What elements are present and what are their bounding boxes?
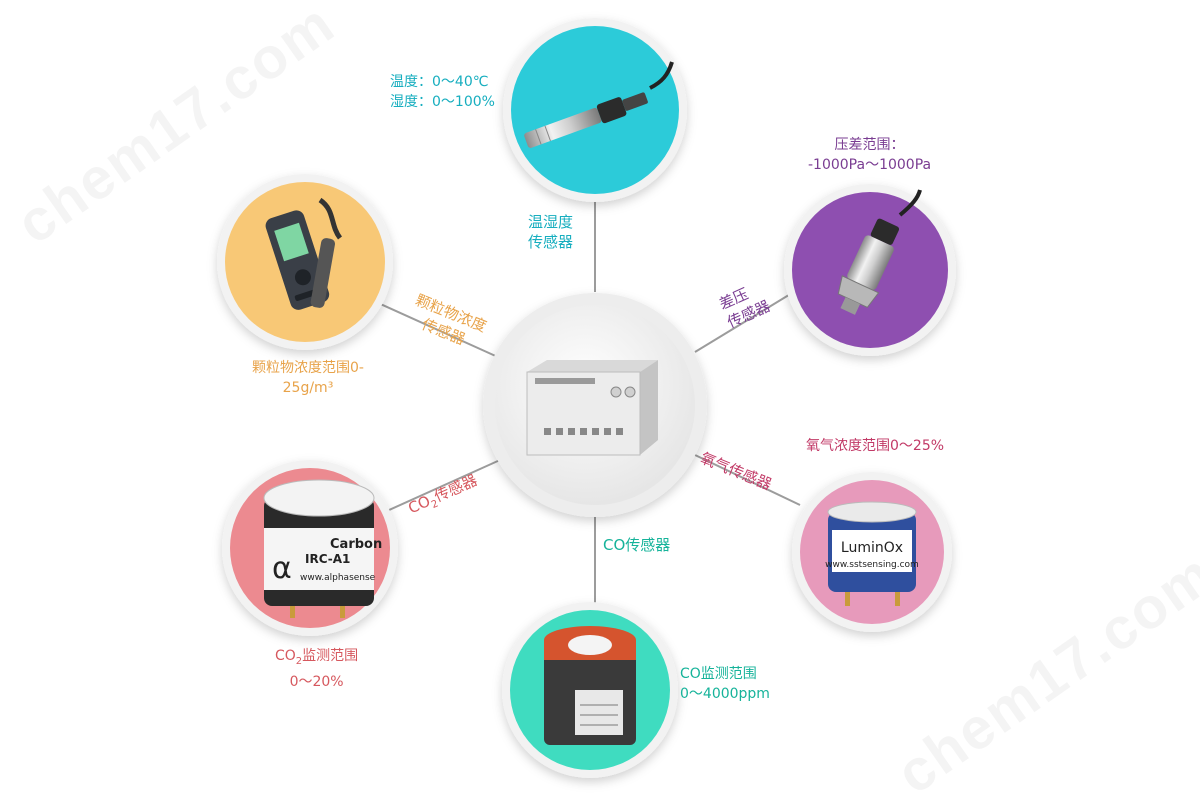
oxygen-sensor-icon: LuminOx www.sstsensing.com bbox=[825, 501, 919, 606]
co2-product-url: www.alphasense bbox=[300, 573, 376, 583]
co-sensor-icon bbox=[544, 626, 636, 745]
co-name-label: CO传感器 bbox=[603, 536, 671, 554]
node-particulate bbox=[217, 174, 393, 350]
analyzer-device-icon bbox=[526, 360, 658, 456]
co2-sensor-icon: Carbon IRC-A1 www.alphasense α bbox=[263, 479, 382, 618]
particulate-range-label: 颗粒物浓度范围0- 25g/m³ bbox=[252, 360, 364, 396]
node-diff-pressure bbox=[784, 184, 956, 356]
humidity-range: 湿度：0～100% bbox=[390, 94, 495, 110]
node-temp-humidity bbox=[503, 18, 687, 202]
node-co bbox=[502, 602, 678, 778]
connector-lines bbox=[375, 200, 801, 615]
node-co2: Carbon IRC-A1 www.alphasense α bbox=[222, 460, 398, 636]
node-oxygen: LuminOx www.sstsensing.com bbox=[792, 472, 952, 632]
oxygen-product-text: LuminOx bbox=[841, 540, 903, 556]
alpha-logo-icon: α bbox=[272, 551, 292, 586]
co2-range-label: CO2监测范围 0～20% bbox=[275, 648, 359, 690]
particle-counter-icon bbox=[265, 197, 343, 310]
temp-range: 温度：0～40℃ bbox=[390, 74, 489, 90]
temperature-humidity-probe-icon bbox=[524, 61, 674, 148]
oxygen-product-url: www.sstsensing.com bbox=[825, 560, 919, 570]
center-node bbox=[483, 293, 707, 517]
connector-line bbox=[694, 289, 798, 353]
pressure-transmitter-icon bbox=[837, 189, 922, 315]
temp-humidity-range-label: 温度：0～40℃ 湿度：0～100% bbox=[390, 72, 495, 112]
connector-line bbox=[694, 454, 801, 506]
connector-line bbox=[377, 459, 501, 516]
co-range-label: CO监测范围 0～4000ppm bbox=[680, 666, 770, 702]
co2-product-text: Carbon bbox=[330, 537, 382, 552]
connector-line bbox=[375, 301, 501, 359]
temp-humidity-name-label: 温湿度 传感器 bbox=[528, 213, 574, 251]
diff-pressure-range-label: 压差范围： -1000Pa～1000Pa bbox=[808, 137, 932, 173]
oxygen-range-label: 氧气浓度范围0～25% bbox=[806, 438, 945, 454]
co2-product-model: IRC-A1 bbox=[305, 552, 350, 566]
